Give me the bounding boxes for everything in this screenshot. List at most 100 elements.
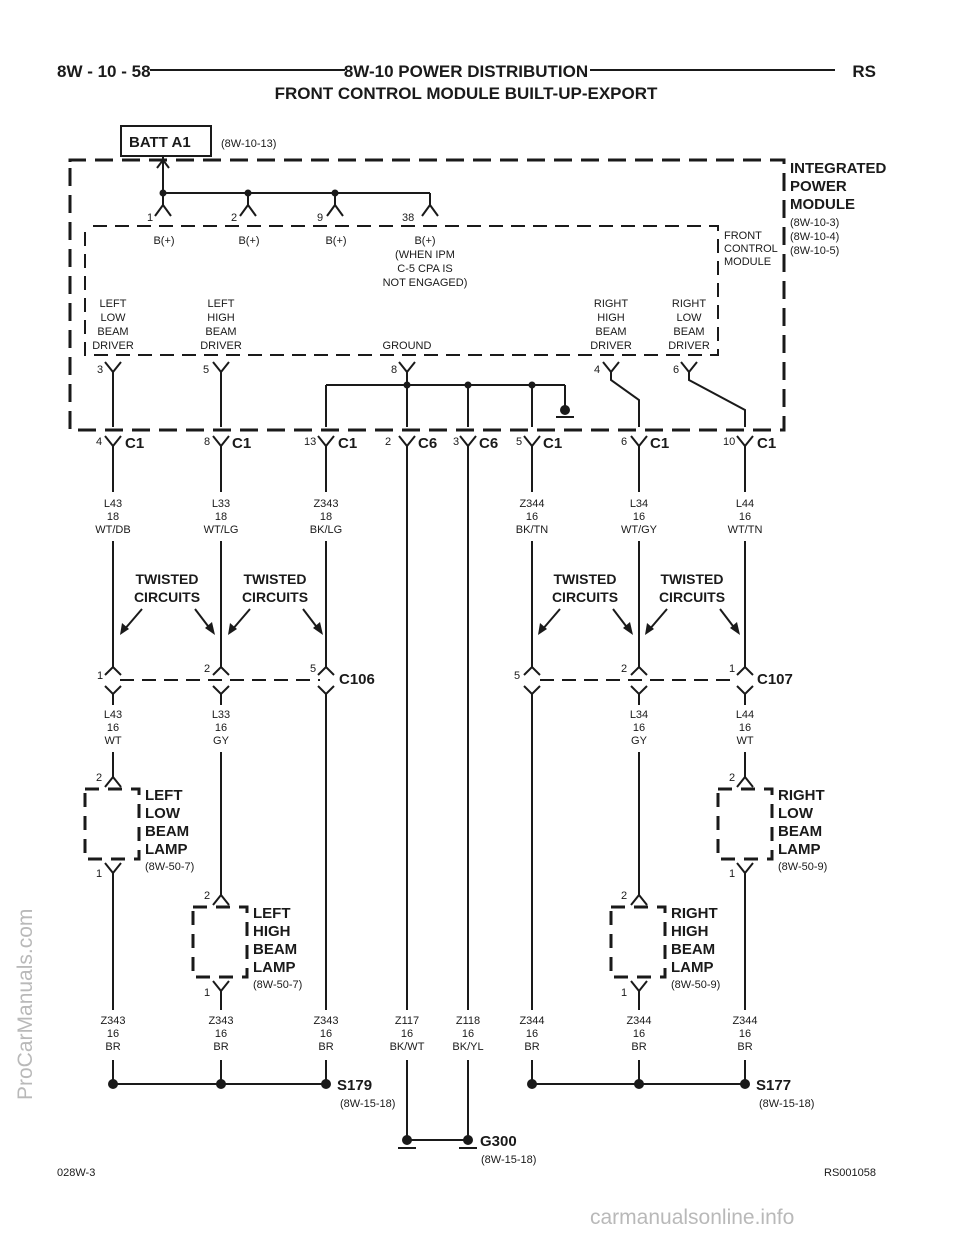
c106-term-2-top <box>212 665 230 676</box>
left-high-lamp-label-4: LAMP <box>253 959 296 976</box>
conn-name-6: C1 <box>543 435 562 452</box>
wire-lower-7-name: Z344 <box>626 1015 651 1027</box>
right-low-lamp-term-bot <box>736 862 754 875</box>
fcm-title-2: CONTROL <box>724 243 778 255</box>
right-low-lamp-label-3: BEAM <box>778 823 822 840</box>
bplus-splice-2 <box>244 189 252 197</box>
c107-pin-5: 5 <box>514 670 520 682</box>
wire-mid-l34-color: GY <box>631 735 648 747</box>
driver-label-ll-3: BEAM <box>97 326 128 338</box>
wire-lower-8-color: BR <box>737 1041 752 1053</box>
wire-z343-color: BK/LG <box>310 524 342 536</box>
left-high-lamp-ref: (8W-50-7) <box>253 979 302 991</box>
left-low-lamp-label-4: LAMP <box>145 841 188 858</box>
right-low-lamp-box <box>716 787 774 861</box>
fcm-title-1: FRONT <box>724 230 762 242</box>
batt-a1-box <box>120 125 212 157</box>
left-high-lamp-term-top <box>212 893 230 906</box>
wire-l33-color: WT/LG <box>204 524 239 536</box>
wire-lower-4-name: Z117 <box>395 1015 419 1027</box>
twisted-2-line-2: CIRCUITS <box>242 589 308 605</box>
driver-label-lh-2: HIGH <box>207 312 235 324</box>
left-high-lamp-label-3: BEAM <box>253 941 297 958</box>
wire-mid-l43-name: L43 <box>104 709 122 721</box>
driver-label-rl-4: DRIVER <box>668 340 710 352</box>
twisted-4-line-2: CIRCUITS <box>659 589 725 605</box>
input-terminal-9 <box>326 203 344 217</box>
s177-dot-1 <box>527 1079 537 1089</box>
driver-label-rh-1: RIGHT <box>594 298 629 310</box>
conn-name-4: C6 <box>418 435 437 452</box>
left-low-lamp-ref: (8W-50-7) <box>145 861 194 873</box>
conn-terminal-c1-10 <box>736 435 754 448</box>
left-high-lamp-pin-2: 2 <box>204 890 210 902</box>
wire-lower-1-color: BR <box>105 1041 120 1053</box>
right-low-lamp-term-top <box>736 775 754 788</box>
wire-rl-internal <box>688 372 746 427</box>
right-high-beam-lamp <box>609 893 667 993</box>
wire-lower-1-name: Z343 <box>100 1015 125 1027</box>
wire-lower-3-color: BR <box>318 1041 333 1053</box>
wire-lower-1-gauge: 16 <box>107 1028 119 1040</box>
c106-term-1-top <box>104 665 122 676</box>
s179-dot-2 <box>216 1079 226 1089</box>
conn-name-1: C1 <box>125 435 144 452</box>
conn-name-8: C1 <box>757 435 776 452</box>
wire-mid-l33-color: GY <box>213 735 230 747</box>
c106-pin-1: 1 <box>97 670 103 682</box>
right-low-lamp-label-2: LOW <box>778 805 814 822</box>
c107-pin-2: 2 <box>621 663 627 675</box>
driver-pin-8: 8 <box>391 364 397 376</box>
driver-label-ground: GROUND <box>383 340 432 352</box>
input-label-9: B(+) <box>325 235 346 247</box>
left-low-lamp-pin-2: 2 <box>96 772 102 784</box>
g300-dot-2 <box>463 1135 473 1145</box>
conn-pin-1: 4 <box>96 436 102 448</box>
c107-term-1-bot <box>736 685 754 696</box>
driver-label-ll-1: LEFT <box>100 298 127 310</box>
left-high-beam-lamp <box>191 893 249 993</box>
conn-name-5: C6 <box>479 435 498 452</box>
wire-lower-5-gauge: 16 <box>462 1028 474 1040</box>
input-terminal-2 <box>239 203 257 217</box>
driver-label-rh-2: HIGH <box>597 312 625 324</box>
footer-figure-id: 028W-3 <box>57 1167 95 1179</box>
wire-lower-2-gauge: 16 <box>215 1028 227 1040</box>
wire-mid-l34-gauge: 16 <box>633 722 645 734</box>
right-high-lamp-ref: (8W-50-9) <box>671 979 720 991</box>
wire-l44-name: L44 <box>736 498 754 510</box>
wire-lower-5-name: Z118 <box>456 1015 480 1027</box>
right-high-lamp-term-bot <box>630 980 648 993</box>
twisted-4-line-1: TWISTED <box>661 571 724 587</box>
input-label-2: B(+) <box>238 235 259 247</box>
driver-label-ll-4: DRIVER <box>92 340 134 352</box>
s177-ref: (8W-15-18) <box>759 1098 814 1110</box>
twist-arrowhead-3b <box>623 622 633 635</box>
c107-pin-1: 1 <box>729 663 735 675</box>
wire-z344-gauge: 16 <box>526 511 538 523</box>
input-label-38-2: (WHEN IPM <box>395 249 455 261</box>
driver-terminal-6 <box>680 361 698 374</box>
left-low-lamp-label-2: LOW <box>145 805 181 822</box>
driver-terminal-4 <box>602 361 620 374</box>
twisted-3-line-2: CIRCUITS <box>552 589 618 605</box>
input-pin-1: 1 <box>147 212 153 224</box>
batt-a1-ref: (8W-10-13) <box>221 138 276 150</box>
wire-lower-8-name: Z344 <box>732 1015 757 1027</box>
wire-lower-2-color: BR <box>213 1041 228 1053</box>
wire-mid-l44-color: WT <box>736 735 753 747</box>
conn-name-7: C1 <box>650 435 669 452</box>
driver-label-lh-1: LEFT <box>208 298 235 310</box>
wire-lower-3-gauge: 16 <box>320 1028 332 1040</box>
wire-z344-color: BK/TN <box>516 524 548 536</box>
wire-l33-gauge: 18 <box>215 511 227 523</box>
fcm-title-3: MODULE <box>724 256 771 268</box>
wire-mid-l44-gauge: 16 <box>739 722 751 734</box>
right-high-lamp-box <box>609 905 667 979</box>
driver-pin-5: 5 <box>203 364 209 376</box>
input-label-38-4: NOT ENGAGED) <box>383 277 468 289</box>
driver-label-rl-1: RIGHT <box>672 298 707 310</box>
fcm-boundary <box>84 225 719 356</box>
right-high-lamp-label-1: RIGHT <box>671 905 718 922</box>
